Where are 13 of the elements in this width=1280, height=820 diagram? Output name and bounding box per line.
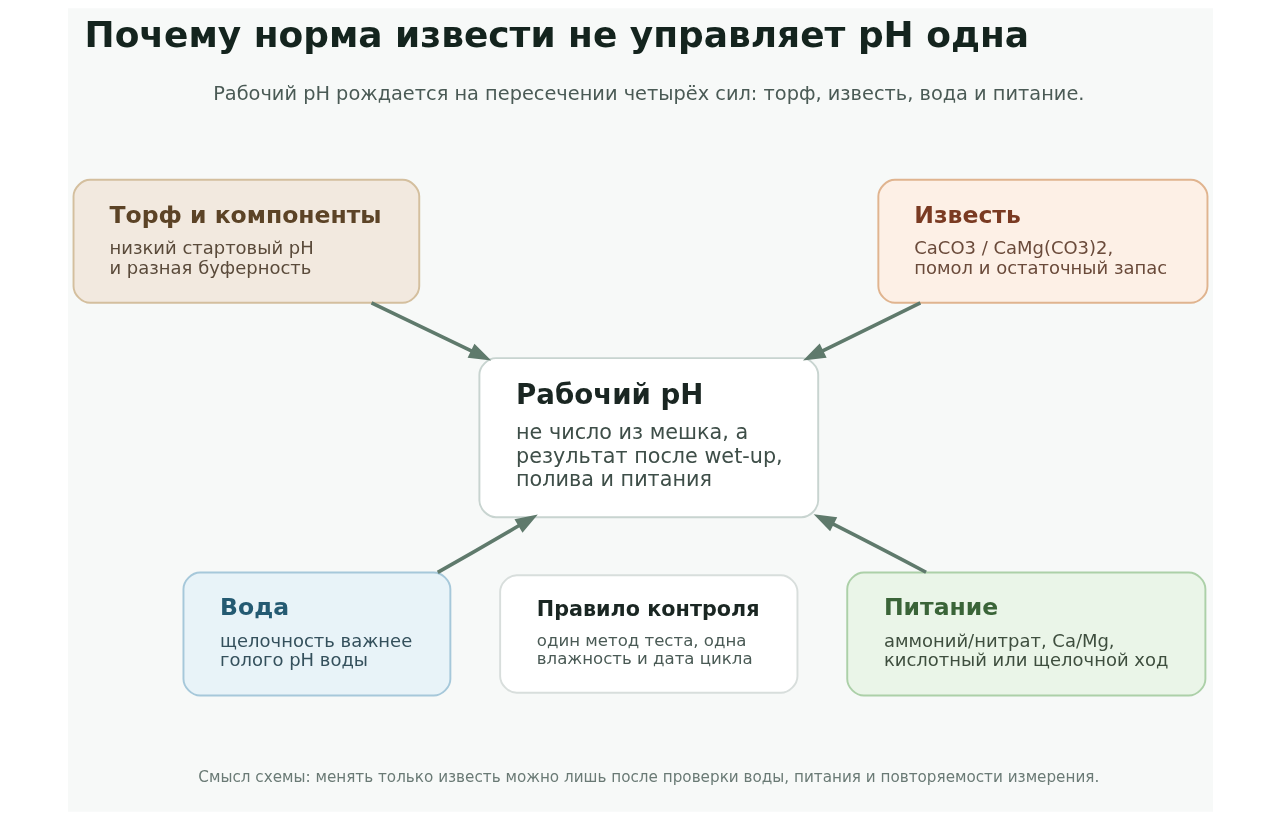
node-box: Вода щелочность важнее голого pH воды	[182, 571, 451, 697]
arrow	[802, 301, 921, 361]
arrow	[370, 301, 491, 361]
node-box: Рабочий pH не число из мешка, а результат после wet-up, полива и питания	[477, 357, 819, 519]
arrow	[813, 514, 927, 574]
node-box: Правило контроля один метод теста, одна влажность и дата цикла	[498, 574, 798, 694]
label: Смысл схемы: менять только известь можно лишь после проверки воды, питания и повторяемости измерения.	[197, 768, 1099, 787]
diagram-title: Почему норма извести не управляет pH одна	[84, 13, 1029, 55]
arrow	[436, 514, 538, 574]
node-box: Питание аммоний/нитрат, Ca/Mg, кислотный или щелочной ход	[845, 571, 1206, 697]
label: Рабочий pH рождается на пересечении четырёх сил: торф, известь, вода и питание.	[212, 81, 1084, 105]
node-box: Торф и компоненты низкий стартовый pH и разная буферность	[72, 178, 420, 304]
node-box: Известь CaCO3 / CaMg(CO3)2, помол и остаточный запас	[876, 178, 1208, 304]
